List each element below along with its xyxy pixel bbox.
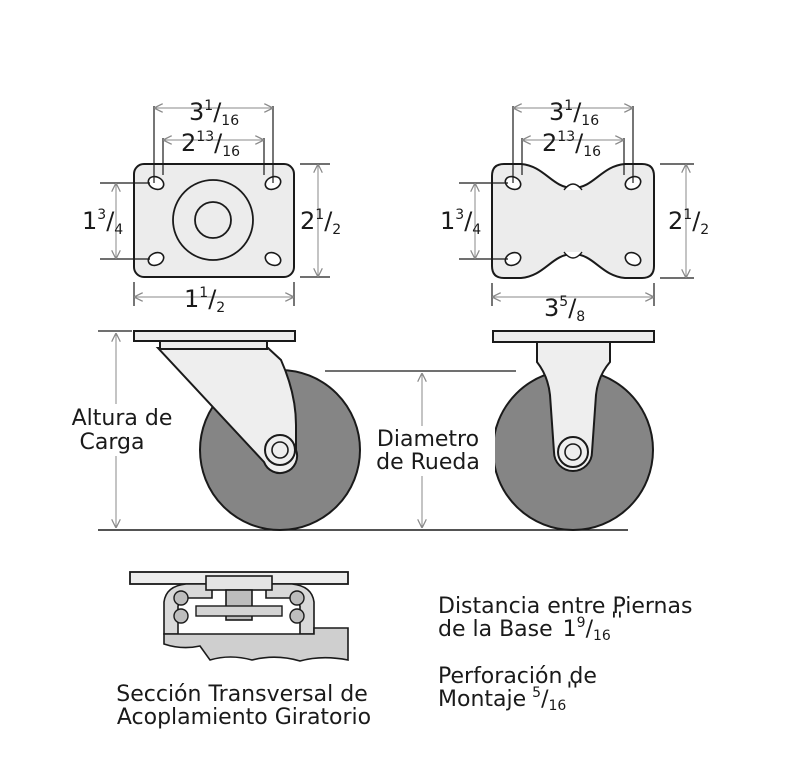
load-height-label-2: Carga: [80, 430, 145, 455]
rigid-width-holes: 213/16: [542, 129, 601, 160]
rigid-side-plate: [492, 330, 655, 343]
rigid-height-holes: 13/4: [440, 207, 481, 238]
swivel-caster-side: [133, 330, 361, 531]
mount-hole-br: [264, 251, 282, 267]
wheel-diameter-label-1: Diametro: [377, 427, 479, 452]
rigid-hole-br: [624, 251, 642, 267]
rigid-height-outer: 21/2: [668, 207, 709, 238]
swivel-kingpin: [194, 201, 232, 239]
swivel-dimensions: [100, 106, 330, 306]
section-ball-r: [289, 590, 305, 606]
section-fork-body: [163, 627, 349, 662]
swivel-side-plate: [133, 330, 296, 342]
rigid-axle: [564, 443, 582, 461]
section-label-1: Sección Transversal de: [116, 682, 368, 707]
swivel-axle: [271, 441, 289, 459]
swivel-cross-section: [129, 571, 349, 662]
rigid-bottom-dim: 35/8: [544, 294, 585, 325]
rigid-fork: [536, 341, 611, 472]
mount-hole-label-1: Perforación de: [438, 664, 597, 689]
swivel-width-holes: 213/16: [181, 129, 240, 160]
swivel-height-holes: 13/4: [82, 207, 123, 238]
rigid-dimensions: [459, 106, 694, 306]
rigid-top-plate: [491, 163, 655, 279]
swivel-bottom-dim: 11/2: [184, 285, 225, 316]
swivel-raceway: [159, 340, 268, 350]
swivel-top-plate: [133, 163, 295, 278]
rigid-width-outer: 31/16: [549, 98, 599, 129]
swivel-height-outer: 21/2: [300, 207, 341, 238]
swivel-width-outer: 31/16: [189, 98, 239, 129]
section-ball-l: [173, 590, 189, 606]
leg-distance-label-1: Distancia entre Piernas: [438, 594, 692, 619]
section-label-2: Acoplamiento Giratorio: [117, 705, 371, 730]
load-height-label-1: Altura de: [72, 406, 173, 431]
swivel-fork: [155, 347, 299, 475]
rigid-caster-side: [492, 330, 655, 531]
mount-hole-bl: [147, 251, 165, 267]
mount-hole-tl: [147, 175, 165, 191]
rigid-plate-body: [491, 163, 655, 279]
rigid-hole-bl: [504, 251, 522, 267]
wheel-diameter-label-2: de Rueda: [376, 450, 480, 475]
